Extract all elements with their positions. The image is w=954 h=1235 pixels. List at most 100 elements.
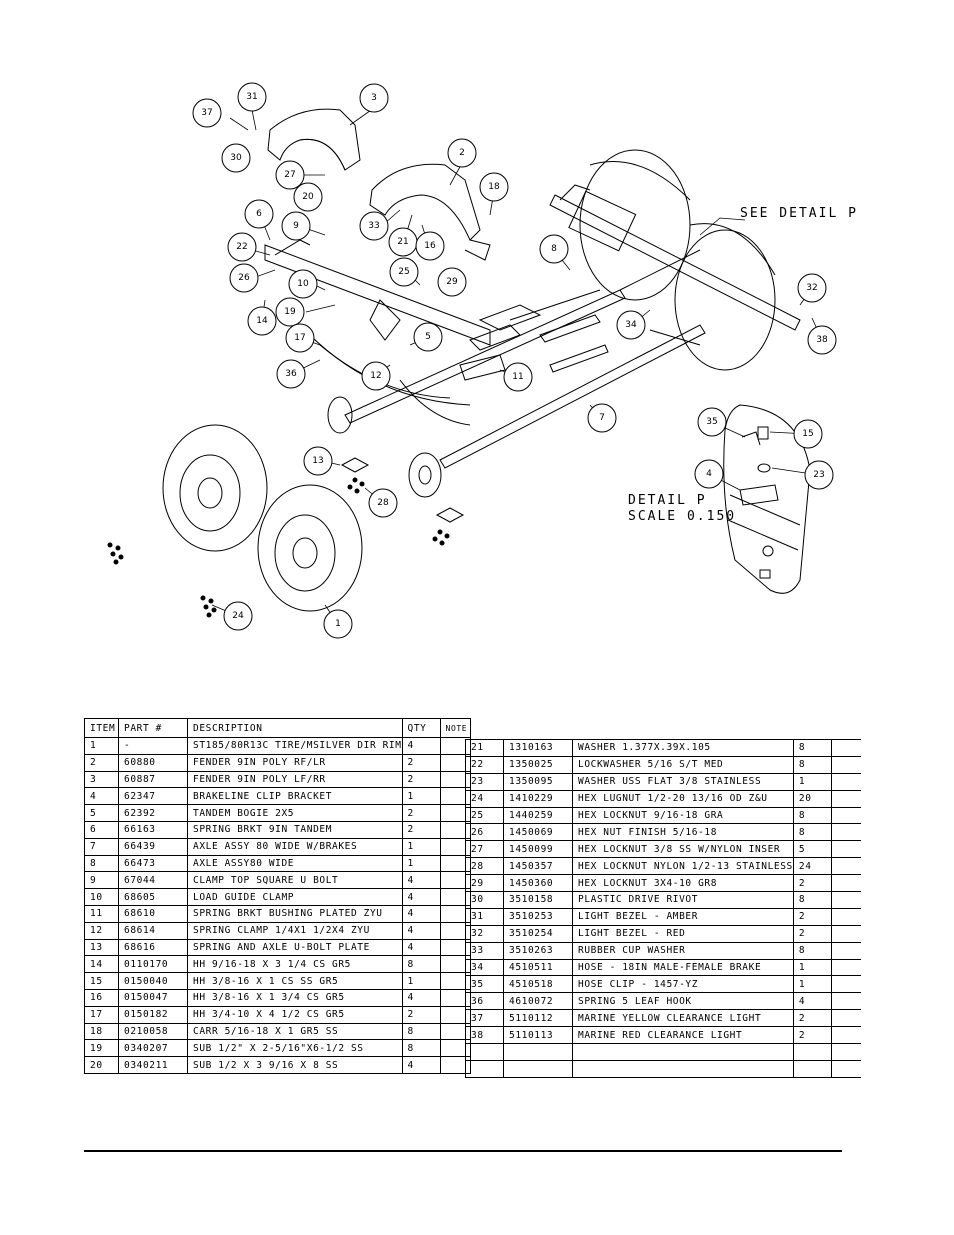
cell-description: HEX LOCKNUT NYLON 1/2-13 STAINLESS	[572, 857, 794, 876]
callout-label: 27	[284, 170, 295, 180]
cell-qty: 1	[792, 975, 832, 994]
detail-scale: SCALE 0.150	[628, 509, 736, 524]
brake-drum-left	[327, 396, 442, 498]
callout-26: 26	[229, 263, 259, 293]
cell-part: 66473	[118, 854, 188, 873]
cell-part: 66163	[118, 820, 188, 839]
callout-label: 8	[551, 244, 557, 254]
cell-qty: 8	[792, 941, 832, 960]
cell-qty: 20	[792, 789, 832, 808]
cell-part: 5110112	[503, 1009, 573, 1028]
cell-qty: 2	[792, 1026, 832, 1045]
cell-note	[830, 941, 862, 960]
cell-item: 27	[465, 840, 504, 859]
cell-item: 7	[84, 837, 119, 856]
cell-item: 3	[84, 770, 119, 789]
cell-part	[503, 1059, 573, 1078]
cell-part: 4610072	[503, 992, 573, 1011]
cell-note	[830, 1026, 862, 1045]
callout-label: 26	[238, 273, 250, 283]
table-header-row: ITEM PART # DESCRIPTION QTY NOTE	[84, 718, 471, 738]
cell-note	[830, 1009, 862, 1028]
cell-item: 6	[84, 820, 119, 839]
callout-label: 29	[446, 277, 458, 287]
callout-label: 11	[512, 372, 523, 382]
callout-30: 30	[221, 143, 251, 173]
cell-part: 1450357	[503, 857, 573, 876]
cell-note	[830, 789, 862, 808]
load-guide-plates	[478, 304, 609, 373]
cell-part: -	[118, 737, 188, 755]
cell-qty: 8	[792, 806, 832, 825]
cell-qty: 4	[401, 921, 441, 940]
cell-description: HH 3/8-16 X 1 3/4 CS GR5	[187, 988, 403, 1007]
cell-item: 12	[84, 921, 119, 940]
cell-qty: 1	[401, 854, 441, 873]
cell-item: 16	[84, 988, 119, 1007]
cell-qty: 24	[792, 857, 832, 876]
callout-1: 1	[323, 609, 353, 639]
cell-description: SUB 1/2 X 3 9/16 X 8 SS	[187, 1056, 403, 1074]
cell-description: RUBBER CUP WASHER	[572, 941, 794, 960]
cell-description: ST185/80R13C TIRE/MSILVER DIR RIM	[187, 737, 403, 755]
cell-note	[830, 739, 862, 757]
callout-14: 14	[247, 306, 277, 336]
cell-description: HH 3/8-16 X 1 CS SS GR5	[187, 972, 403, 990]
cell-part: 3510253	[503, 907, 573, 926]
cell-item: 11	[84, 904, 119, 923]
cell-qty: 4	[792, 992, 832, 1011]
cell-part: 3510254	[503, 924, 573, 943]
cell-item: 13	[84, 938, 119, 957]
cell-description: CLAMP TOP SQUARE U BOLT	[187, 871, 403, 890]
cell-description: AXLE ASSY 80 WIDE W/BRAKES	[187, 837, 403, 856]
cell-qty: 8	[792, 739, 832, 757]
cell-description: LOCKWASHER 5/16 S/T MED	[572, 755, 794, 774]
fender-lf-rr	[267, 108, 361, 171]
callout-label: 32	[806, 283, 817, 293]
cell-part: 1410229	[503, 789, 573, 808]
header-qty: QTY	[401, 718, 441, 738]
cell-part	[503, 1043, 573, 1061]
cell-note	[830, 1043, 862, 1061]
callout-label: 13	[312, 456, 323, 466]
cell-note	[830, 755, 862, 774]
parts-list-table-left: ITEM PART # DESCRIPTION QTY NOTE 1 -ST185…	[84, 718, 471, 1074]
callout-label: 19	[284, 307, 296, 317]
cell-qty: 8	[792, 891, 832, 909]
callout-4: 4	[694, 459, 724, 489]
fender-rf-lr	[369, 163, 491, 261]
callout-label: 34	[625, 320, 637, 330]
cell-qty: 4	[401, 988, 441, 1007]
cell-qty: 2	[792, 907, 832, 926]
cell-item: 21	[465, 739, 504, 757]
callout-16: 16	[415, 231, 445, 261]
cell-qty: 4	[401, 888, 441, 906]
cell-part: 1450360	[503, 874, 573, 893]
cell-part: 62392	[118, 804, 188, 822]
cell-part: 0110170	[118, 955, 188, 974]
cell-part: 1450099	[503, 840, 573, 859]
callout-38: 38	[807, 325, 837, 355]
callout-label: 7	[599, 413, 605, 423]
cell-description: BRAKELINE CLIP BRACKET	[187, 787, 403, 806]
callout-28: 28	[368, 488, 398, 518]
cell-qty: 4	[401, 737, 441, 755]
cell-item: 15	[84, 972, 119, 990]
cell-description: AXLE ASSY80 WIDE	[187, 854, 403, 873]
cell-part: 5110113	[503, 1026, 573, 1045]
callout-label: 17	[294, 333, 305, 343]
cell-description: FENDER 9IN POLY RF/LR	[187, 753, 403, 772]
callout-6: 6	[244, 199, 274, 229]
